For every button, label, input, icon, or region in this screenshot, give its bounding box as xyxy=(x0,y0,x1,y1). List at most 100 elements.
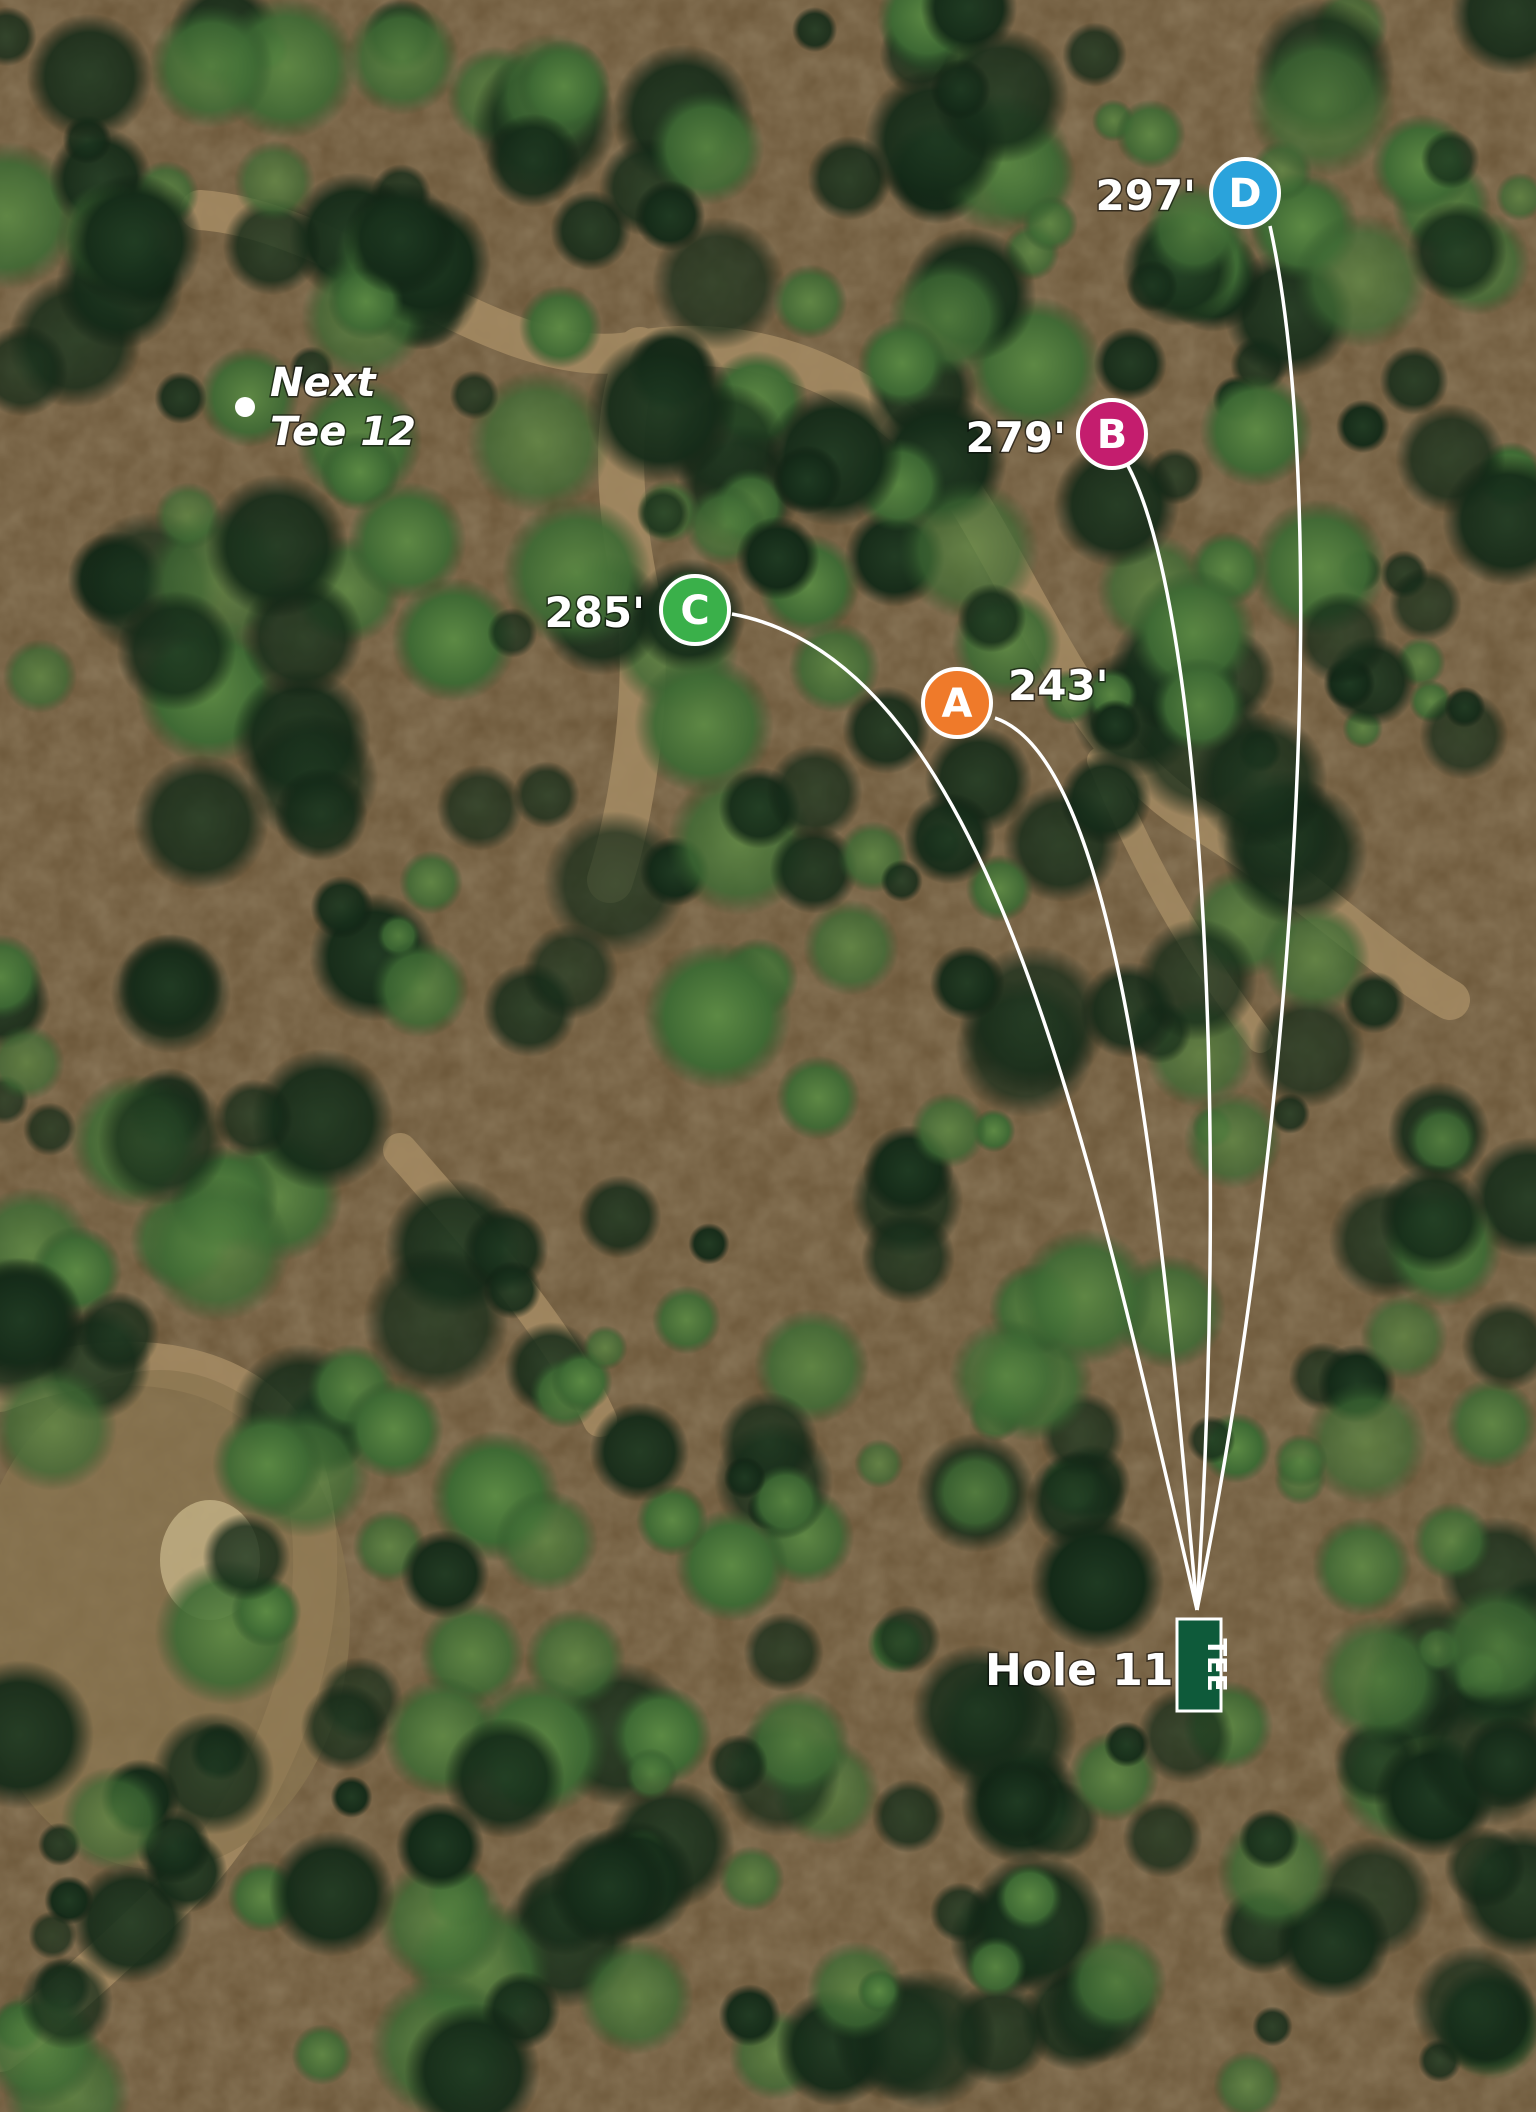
tree xyxy=(363,1248,509,1395)
basket-distance-d: 297' xyxy=(1095,171,1196,220)
tree xyxy=(343,1379,445,1480)
tree xyxy=(1293,213,1429,349)
tree xyxy=(28,1911,77,1960)
tree xyxy=(117,934,223,1040)
tree xyxy=(436,764,524,852)
tree xyxy=(965,854,1034,923)
tree xyxy=(1213,2050,1283,2112)
tree xyxy=(1360,1292,1449,1381)
tree xyxy=(202,1513,291,1601)
tree xyxy=(872,1605,941,1674)
tree xyxy=(1388,567,1462,641)
tree xyxy=(518,285,603,369)
tree xyxy=(1420,129,1480,189)
flight-line-c xyxy=(731,612,1199,1611)
tree xyxy=(76,1291,160,1375)
tree xyxy=(582,1325,628,1371)
tree xyxy=(803,899,900,996)
tree xyxy=(743,1612,824,1693)
tree xyxy=(861,1210,955,1305)
tree xyxy=(1115,99,1186,170)
tree xyxy=(517,39,611,134)
basket-circle-d xyxy=(1209,157,1281,229)
tree xyxy=(268,1830,395,1957)
tree xyxy=(343,182,457,296)
tree xyxy=(251,1048,394,1191)
tree xyxy=(1093,327,1167,401)
tree xyxy=(1135,918,1258,1041)
tree xyxy=(466,370,611,515)
tree xyxy=(578,1175,662,1259)
tree xyxy=(487,607,538,658)
tree xyxy=(310,875,374,939)
tree xyxy=(1126,260,1178,312)
tree xyxy=(149,4,273,129)
tree xyxy=(512,761,580,829)
tree xyxy=(0,6,37,67)
tee-marker[interactable]: TEE xyxy=(1175,1617,1231,1713)
tree xyxy=(444,1717,565,1839)
tree xyxy=(1151,657,1247,754)
tree xyxy=(1379,346,1449,415)
tree xyxy=(624,1748,678,1801)
tree xyxy=(743,1690,852,1798)
tree xyxy=(485,113,581,208)
tree xyxy=(1273,1433,1328,1488)
tree xyxy=(522,924,619,1020)
tree xyxy=(1122,1798,1203,1878)
tree xyxy=(1461,1299,1536,1391)
tree xyxy=(718,1845,785,1912)
tree xyxy=(1336,399,1390,454)
basket-circle-b xyxy=(1076,398,1148,470)
tree xyxy=(688,1223,730,1265)
hole-label: Hole 11 xyxy=(985,1645,1174,1696)
tree xyxy=(19,1955,114,2050)
tree xyxy=(399,850,463,915)
basket-distance-b: 279' xyxy=(965,413,1066,462)
tree xyxy=(842,686,931,774)
tree xyxy=(1129,569,1257,697)
tree xyxy=(652,1285,721,1355)
tee-marker-label: TEE xyxy=(1201,1638,1231,1691)
tree xyxy=(1406,201,1507,302)
tree xyxy=(857,318,947,408)
basket-distance-c: 285' xyxy=(544,588,645,637)
tree xyxy=(910,1092,987,1169)
tree xyxy=(377,1856,507,1987)
tree xyxy=(449,370,499,420)
basket-distance-a: 243' xyxy=(1008,661,1109,710)
tree xyxy=(649,90,765,206)
tree xyxy=(0,325,68,417)
tree xyxy=(792,7,838,53)
tree xyxy=(769,825,858,914)
tree xyxy=(1065,1931,1167,2034)
tree xyxy=(154,371,207,424)
tree xyxy=(1015,1228,1153,1366)
tree xyxy=(904,792,996,885)
basket-circle-c xyxy=(659,574,731,646)
tree xyxy=(133,755,269,891)
tree xyxy=(772,264,848,340)
tree xyxy=(483,1261,542,1319)
tree xyxy=(60,1766,166,1872)
tree xyxy=(1312,1516,1413,1617)
tree xyxy=(929,945,1005,1021)
tree xyxy=(1252,2006,1293,2047)
tree xyxy=(1187,1415,1236,1464)
tree xyxy=(198,346,300,448)
tree xyxy=(1238,1808,1300,1870)
tree xyxy=(97,1074,229,1205)
tree xyxy=(1316,1615,1445,1744)
tree xyxy=(964,1936,1027,1998)
tree xyxy=(274,767,368,862)
tree xyxy=(652,216,785,350)
tree xyxy=(549,1828,668,1947)
tree xyxy=(1294,591,1388,684)
tree xyxy=(586,334,737,484)
tree xyxy=(1419,690,1509,780)
